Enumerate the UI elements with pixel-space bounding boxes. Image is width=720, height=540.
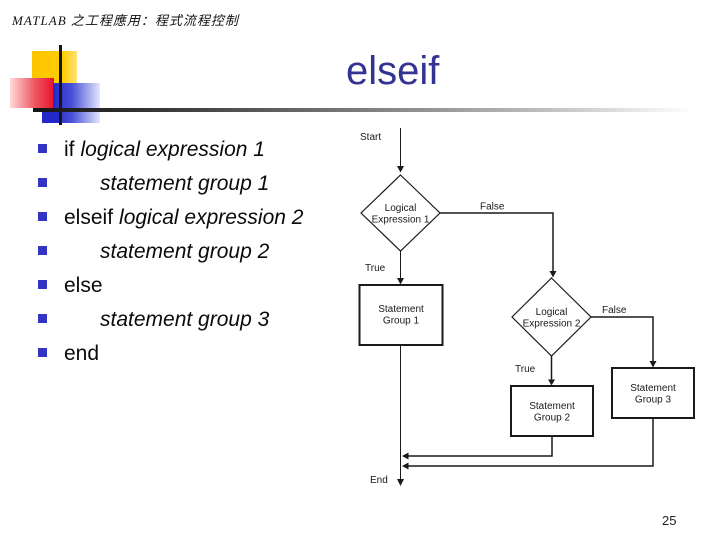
code-expression: statement group 3	[100, 308, 270, 331]
code-line-statement-group-1: statement group 1	[38, 170, 269, 204]
code-line-text: statement group 1	[64, 170, 269, 197]
logical-expression-1-label-line2: Expression 1	[372, 215, 430, 226]
bullet-square-icon	[38, 144, 47, 153]
code-line-statement-group-2: statement group 2	[38, 238, 269, 272]
statement-group-2-label-line2: Group 2	[534, 413, 571, 424]
code-line-text: end	[64, 340, 105, 367]
statement-group-3-label-line1: Statement	[630, 383, 676, 394]
arrow-down-icon	[397, 278, 404, 285]
false-branch-2-label: False	[602, 305, 627, 316]
flowchart-start-label: Start	[360, 132, 381, 143]
logical-expression-2-label-line1: Logical	[536, 307, 568, 318]
course-header: MATLAB 之工程應用：程式流程控制	[12, 13, 239, 28]
bullet-square-icon	[38, 348, 47, 357]
code-line-else: else	[38, 272, 109, 306]
code-expression: logical expression 2	[119, 206, 304, 229]
code-line-end: end	[38, 340, 105, 374]
code-expression: statement group 1	[100, 172, 270, 195]
statement-group-3-box	[611, 367, 695, 419]
statement-group-2-box	[510, 385, 594, 437]
merge-connector-sg2-line	[408, 436, 553, 457]
bullet-square-icon	[38, 212, 47, 221]
arrow-left-icon	[402, 452, 409, 460]
arrow-down-icon	[649, 361, 657, 368]
statement-group-1-label-line2: Group 1	[383, 316, 420, 327]
false-connector-2-line	[591, 316, 654, 361]
true-branch-2-label: True	[515, 364, 536, 375]
statement-group-3-label-line2: Group 3	[635, 395, 672, 406]
arrow-down-icon	[397, 479, 404, 486]
arrow-down-icon	[549, 271, 557, 278]
flowchart-diagram: Start Logical Expression 1 True Statemen…	[358, 128, 695, 486]
code-line-text: else	[64, 272, 109, 299]
code-expression: statement group 2	[100, 240, 270, 263]
bullet-square-icon	[38, 178, 47, 187]
logo-red-square	[10, 78, 54, 108]
arrow-down-icon	[397, 166, 404, 173]
code-line-text: statement group 3	[64, 306, 269, 333]
code-keyword: elseif	[64, 206, 114, 229]
title-divider-line	[33, 108, 695, 112]
bullet-square-icon	[38, 280, 47, 289]
bullet-square-icon	[38, 314, 47, 323]
statement-group-1-box	[358, 284, 444, 346]
code-line-text: statement group 2	[64, 238, 269, 265]
statement-group-1-label-line1: Statement	[378, 304, 424, 315]
arrow-down-icon	[548, 379, 555, 386]
bullet-square-icon	[38, 246, 47, 255]
false-branch-1-label: False	[480, 202, 505, 213]
flowchart-end-label: End	[370, 475, 388, 486]
arrow-left-icon	[402, 462, 409, 470]
code-keyword: else	[64, 274, 103, 297]
false-connector-1-line	[440, 212, 554, 271]
logo-vertical-line	[59, 45, 62, 125]
code-keyword: if	[64, 138, 75, 161]
true-branch-1-label: True	[365, 263, 386, 274]
code-line-statement-group-3: statement group 3	[38, 306, 269, 340]
code-keyword: end	[64, 342, 100, 365]
code-expression: logical expression 1	[80, 138, 265, 161]
slide-title: elseif	[346, 49, 440, 93]
logical-expression-1-label-line1: Logical	[385, 203, 417, 214]
statement-group-2-label-line1: Statement	[529, 401, 575, 412]
merge-connector-sg3-line	[408, 418, 654, 467]
page-number: 25	[662, 513, 677, 528]
logical-expression-2-label-line2: Expression 2	[523, 319, 581, 330]
